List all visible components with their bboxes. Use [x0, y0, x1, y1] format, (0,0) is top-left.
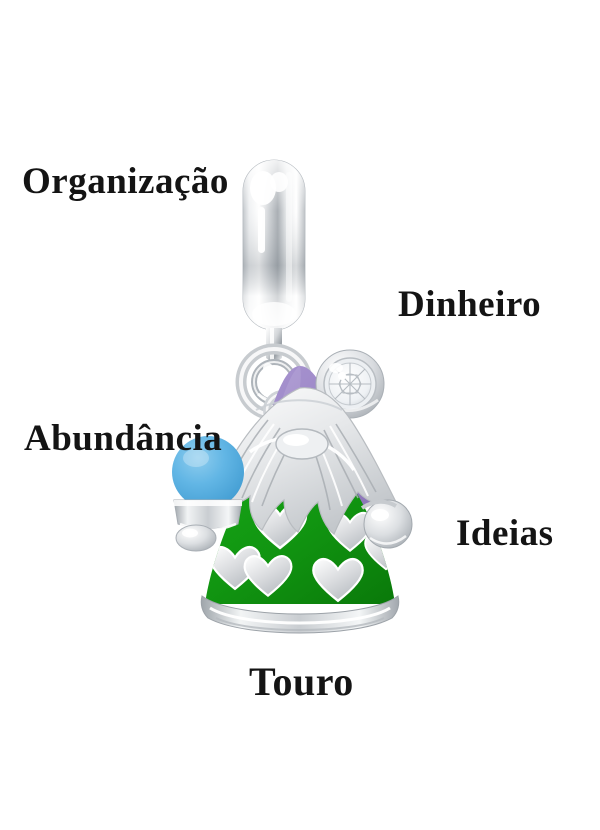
label-ideias: Ideias: [456, 513, 554, 554]
bail-clip: [242, 159, 306, 331]
base-rim: [200, 595, 400, 634]
blue-ball: [172, 436, 244, 552]
label-organizacao: Organização: [22, 161, 229, 202]
gem-crystal: [315, 349, 385, 419]
charm-illustration: [172, 159, 413, 634]
heart: [243, 555, 293, 597]
silver-beard: [205, 387, 397, 535]
label-dinheiro: Dinheiro: [398, 284, 542, 325]
label-abundancia: Abundância: [24, 418, 223, 459]
heart: [312, 558, 364, 603]
silver-hand-ball: [360, 499, 413, 549]
label-touro: Touro: [249, 659, 354, 704]
gnome-charm-pendant: [150, 152, 450, 662]
